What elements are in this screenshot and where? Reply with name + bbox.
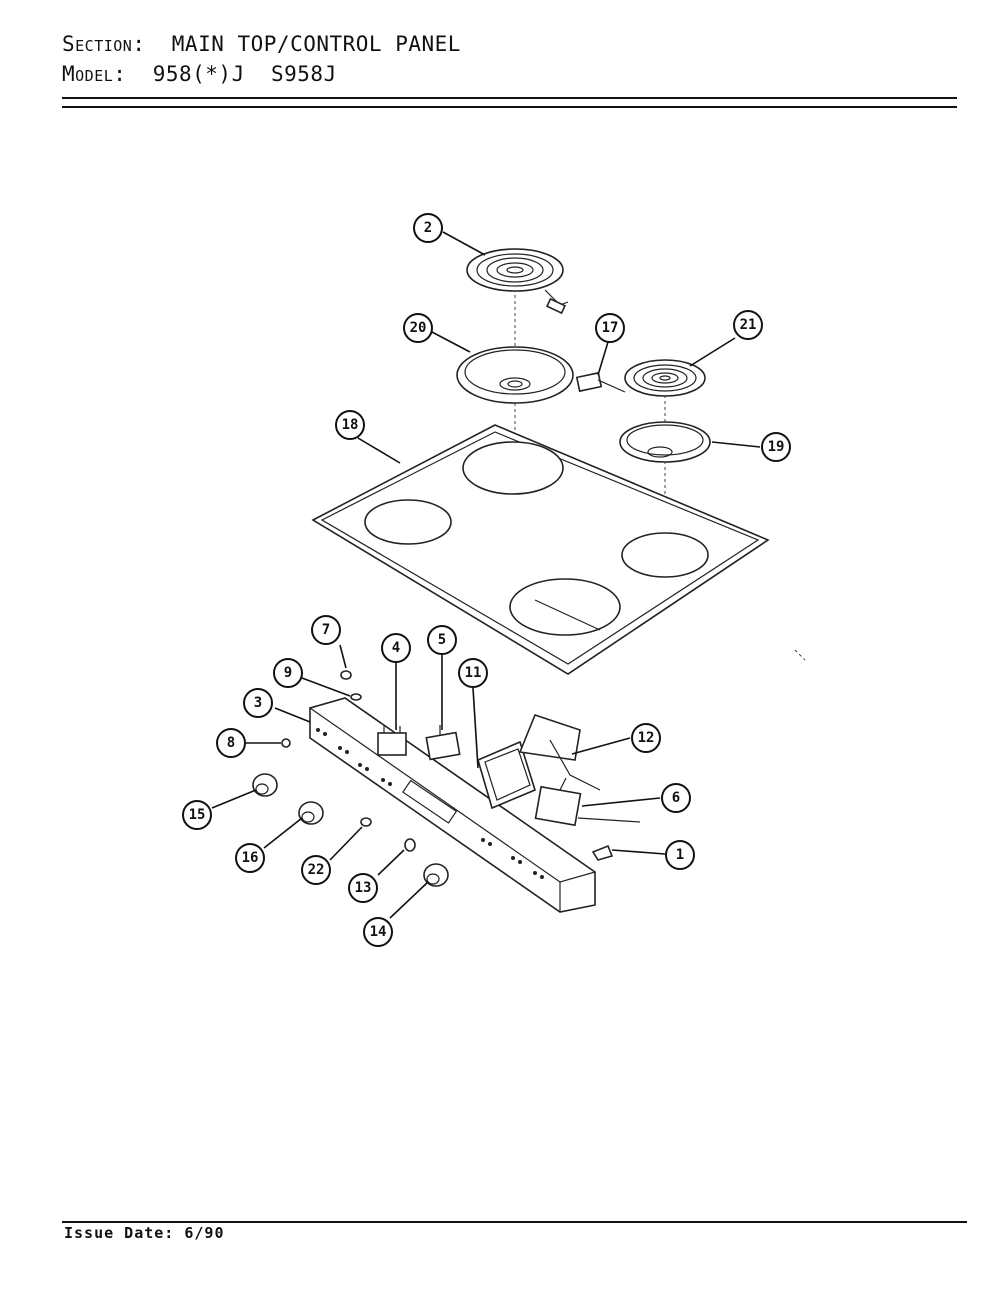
model-value: 958(*)J S958J [152, 62, 337, 86]
callout-13: 13 [348, 873, 378, 903]
callout-12: 12 [631, 723, 661, 753]
section-label: Section: [62, 32, 146, 56]
svg-text:11: 11 [465, 665, 482, 681]
svg-text:3: 3 [254, 695, 262, 711]
indicator-light [281, 738, 291, 748]
callout-15: 15 [182, 800, 212, 830]
section-value: MAIN TOP/CONTROL PANEL [171, 32, 461, 56]
switch-component [377, 726, 407, 756]
panel-clip [591, 844, 614, 861]
knob-spring-lower [404, 838, 416, 852]
callout-19: 19 [761, 432, 791, 462]
drip-pan-large [456, 346, 574, 404]
surface-element-large [466, 248, 569, 315]
svg-text:7: 7 [322, 622, 330, 638]
drip-pan-small [619, 421, 711, 463]
callout-22: 22 [301, 855, 331, 885]
svg-text:19: 19 [768, 439, 785, 455]
control-knob-right [423, 863, 449, 887]
svg-text:2: 2 [424, 220, 432, 236]
callout-9: 9 [273, 658, 303, 688]
svg-text:9: 9 [284, 665, 292, 681]
surface-element-small [624, 359, 706, 397]
callout-6: 6 [661, 783, 691, 813]
svg-text:14: 14 [370, 924, 387, 940]
svg-text:21: 21 [740, 317, 757, 333]
callout-14: 14 [363, 917, 393, 947]
indicator-lens [340, 670, 352, 680]
svg-text:12: 12 [638, 730, 655, 746]
svg-text:20: 20 [410, 320, 427, 336]
issue-date: Issue Date: 6/90 [64, 1224, 225, 1242]
callout-20: 20 [403, 313, 433, 343]
terminal-block [575, 371, 626, 393]
knob-spring [350, 693, 362, 701]
leader-lines [211, 231, 761, 919]
svg-text:5: 5 [438, 632, 446, 648]
svg-text:18: 18 [342, 417, 359, 433]
main-cooktop [311, 424, 770, 675]
callout-4: 4 [381, 633, 411, 663]
callout-16: 16 [235, 843, 265, 873]
control-knob-left [252, 773, 278, 797]
model-line: Model: 958(*)J S958J [62, 62, 337, 86]
callout-8: 8 [216, 728, 246, 758]
callout-21: 21 [733, 310, 763, 340]
svg-text:6: 6 [672, 790, 680, 806]
callout-1: 1 [665, 840, 695, 870]
callout-18: 18 [335, 410, 365, 440]
section-title: Section: MAIN TOP/CONTROL PANEL [62, 32, 461, 56]
callout-3: 3 [243, 688, 273, 718]
infinite-switch [425, 725, 461, 761]
svg-text:17: 17 [602, 320, 619, 336]
model-label: Model: [62, 62, 127, 86]
callout-2: 2 [413, 213, 443, 243]
assembly-line-marker [794, 649, 806, 661]
callout-7: 7 [311, 615, 341, 645]
control-knob-middle [298, 801, 324, 825]
footer-rule [62, 1221, 967, 1223]
mounting-bracket [518, 714, 601, 791]
spring-clip [360, 817, 372, 827]
oven-thermostat [534, 777, 641, 827]
svg-text:1: 1 [676, 847, 684, 863]
svg-text:13: 13 [355, 880, 372, 896]
svg-text:16: 16 [242, 850, 259, 866]
callout-11: 11 [458, 658, 488, 688]
svg-text:4: 4 [392, 640, 400, 656]
callout-5: 5 [427, 625, 457, 655]
svg-text:22: 22 [308, 862, 325, 878]
header-rule-top [62, 97, 957, 99]
header-rule-bottom [62, 106, 957, 108]
svg-text:15: 15 [189, 807, 206, 823]
callout-17: 17 [595, 313, 625, 343]
clock-module [477, 740, 536, 810]
svg-text:8: 8 [227, 735, 235, 751]
